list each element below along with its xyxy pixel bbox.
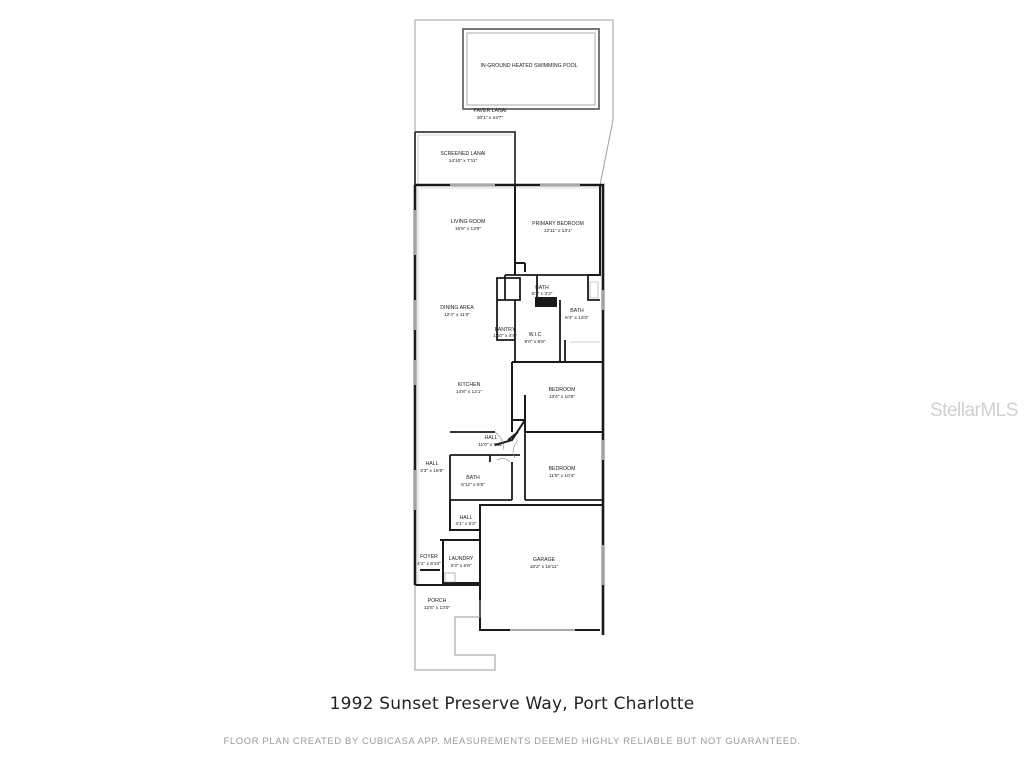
room-label-primary-bedroom: PRIMARY BEDROOM (532, 221, 584, 227)
hall-bedroom2-walls (449, 431, 603, 501)
stellarmls-watermark: StellarMLS (930, 400, 1018, 421)
room-dim-porch: 12'6" x 13'0" (424, 605, 451, 611)
hall-door-swings (494, 431, 519, 463)
room-dim-bedroom2: 11'9" x 10'4" (549, 473, 575, 479)
room-dim-foyer: 4'1" x 6'10" (417, 561, 441, 567)
room-dim-hall-small: 4'1" x 5'2" (456, 521, 477, 527)
room-dim-kitchen: 14'8" x 12'1" (456, 389, 483, 395)
exterior-inner-line (417, 187, 600, 585)
room-dim-screened-lanai: 14'10" x 7'11" (449, 158, 478, 164)
screened-lanai-walls (414, 131, 516, 185)
room-dim-hall-mid: 11'0" x 5'11" (478, 442, 504, 448)
room-label-bath2: BATH (466, 475, 480, 481)
room-label-bedroom2: BEDROOM (549, 466, 576, 472)
bath-fixture-lines (570, 281, 600, 343)
room-label-porch: PORCH (428, 598, 447, 604)
screened-lanai-inner (417, 134, 512, 185)
room-dim-bath-primary: 6'3" x 3'3" (532, 291, 553, 297)
room-label-laundry: LAUNDRY (449, 556, 474, 562)
room-label-kitchen: KITCHEN (458, 382, 481, 388)
room-label-garage: GARAGE (533, 557, 556, 563)
disclaimer-text: FLOOR PLAN CREATED BY CUBICASA APP. MEAS… (223, 736, 801, 747)
window-marks (414, 184, 604, 631)
pool-outline (462, 28, 600, 110)
paver-lanai-outline (414, 19, 614, 186)
room-label-hall-small: HALL (460, 515, 473, 521)
laundry-fixture (444, 572, 456, 583)
room-label-bedroom1: BEDROOM (549, 387, 576, 393)
bedroom1-walls (511, 361, 603, 433)
room-dim-bath-primary2: 6'4" x 13'0" (565, 315, 589, 321)
room-dim-wic: 8'0" x 8'8" (525, 339, 546, 345)
room-dim-laundry: 3'3" x 6'8" (451, 563, 472, 569)
kitchen-angle-wall (494, 419, 526, 446)
room-label-bath-primary: BATH (535, 285, 549, 291)
property-address-title: 1992 Sunset Preserve Way, Port Charlotte (329, 694, 695, 714)
room-dim-paver-lanai: 30'1" x 24'7" (477, 115, 504, 121)
room-dim-living-room: 16'9" x 13'9" (455, 226, 482, 232)
room-dim-bath2: 8'12" x 6'8" (461, 482, 485, 488)
room-dim-primary-bedroom: 12'11" x 13'1" (544, 228, 573, 234)
pool-inner (466, 32, 596, 106)
room-labels: IN-GROUND HEATED SWIMMING POOL PAVER LAN… (417, 63, 589, 611)
room-dim-bedroom1: 13'4" x 10'6" (549, 394, 576, 400)
room-label-pool: IN-GROUND HEATED SWIMMING POOL (480, 63, 577, 69)
room-label-dining-area: DINING AREA (440, 305, 474, 311)
room-label-hall-left: HALL (426, 461, 439, 467)
room-label-foyer: FOYER (420, 554, 438, 560)
room-label-pantry: PANTRY (495, 327, 516, 333)
room-dim-pantry: 1'10" x 4'8" (493, 333, 517, 339)
room-label-bath-primary2: BATH (570, 308, 584, 314)
room-label-living-room: LIVING ROOM (451, 219, 486, 225)
room-label-screened-lanai: SCREENED LANAI (440, 151, 485, 157)
hall-small-walls (415, 500, 603, 631)
bath-fixture (535, 297, 557, 307)
room-dim-garage: 18'2" x 18'11" (530, 564, 559, 570)
floor-plan: IN-GROUND HEATED SWIMMING POOL PAVER LAN… (413, 19, 614, 671)
room-dim-hall-left: 3'3" x 16'8" (420, 468, 444, 474)
room-label-wic: W.I.C (529, 332, 542, 338)
room-dim-dining-area: 12'4" x 11'0" (444, 312, 470, 318)
room-label-hall-mid: HALL (485, 435, 498, 441)
porch-outline (414, 585, 496, 671)
room-label-paver-lanai: PAVER LANAI (473, 108, 506, 114)
